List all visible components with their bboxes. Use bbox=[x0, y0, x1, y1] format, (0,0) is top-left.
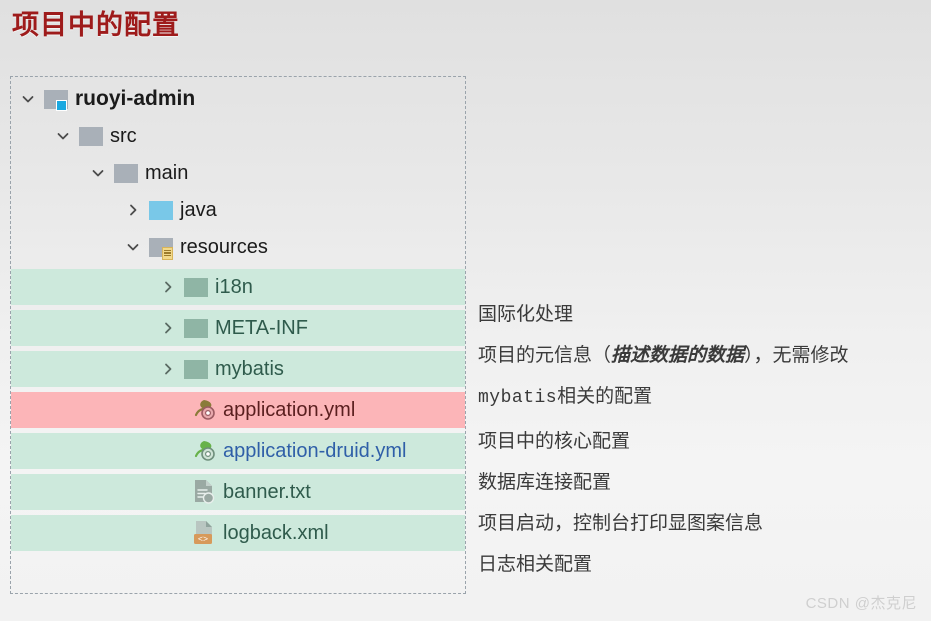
page-title: 项目中的配置 bbox=[12, 10, 180, 40]
annotation-text-mono: mybatis bbox=[478, 388, 558, 408]
annotation-meta-inf: 项目的元信息（描述数据的数据），无需修改 bbox=[478, 340, 849, 367]
tree-row[interactable]: <> logback.xml bbox=[11, 515, 465, 551]
tree-row[interactable]: resources bbox=[11, 229, 465, 265]
annotation-text-post: ），无需修改 bbox=[744, 345, 849, 366]
tree-node-label: ruoyi-admin bbox=[75, 87, 196, 110]
chevron-down-icon[interactable] bbox=[50, 128, 76, 144]
tree-node-label: java bbox=[180, 198, 217, 221]
chevron-right-icon[interactable] bbox=[155, 320, 181, 336]
spring-yaml-icon bbox=[189, 398, 219, 422]
folder-icon bbox=[111, 163, 141, 183]
tree-node-label: application-druid.yml bbox=[223, 439, 407, 462]
tree-row[interactable]: application-druid.yml bbox=[11, 433, 465, 469]
folder-icon bbox=[76, 126, 106, 146]
chevron-down-icon[interactable] bbox=[85, 165, 111, 181]
tree-row[interactable]: META-INF bbox=[11, 310, 465, 346]
tree-row[interactable]: java bbox=[11, 192, 465, 228]
annotation-banner-txt: 项目启动，控制台打印显图案信息 bbox=[478, 513, 764, 534]
spring-yaml-icon bbox=[189, 439, 219, 463]
chevron-down-icon[interactable] bbox=[15, 91, 41, 107]
annotation-text: 相关的配置 bbox=[557, 386, 653, 407]
tree-node-label: main bbox=[145, 161, 189, 184]
tree-row[interactable]: banner.txt bbox=[11, 474, 465, 510]
tree-node-label: resources bbox=[180, 235, 268, 258]
csdn-watermark: CSDN @杰克尼 bbox=[805, 595, 917, 612]
tree-row[interactable]: main bbox=[11, 155, 465, 191]
annotation-application-yml: 项目中的核心配置 bbox=[478, 431, 631, 452]
tree-row[interactable]: src bbox=[11, 118, 465, 154]
tree-node-label: META-INF bbox=[215, 316, 308, 339]
annotation-text-pre: 项目的元信息（ bbox=[478, 345, 612, 366]
chevron-right-icon[interactable] bbox=[155, 279, 181, 295]
xml-file-icon: <> bbox=[189, 520, 219, 546]
annotation-logback-xml: 日志相关配置 bbox=[478, 554, 593, 575]
tree-node-label: logback.xml bbox=[223, 521, 329, 544]
tree-row[interactable]: ruoyi-admin bbox=[11, 81, 465, 117]
folder-icon bbox=[181, 318, 211, 338]
annotation-mybatis: mybatis相关的配置 bbox=[478, 381, 652, 408]
folder-icon bbox=[181, 359, 211, 379]
tree-row[interactable]: i18n bbox=[11, 269, 465, 305]
text-file-icon bbox=[189, 479, 219, 505]
folder-module-icon bbox=[41, 89, 71, 111]
annotation-text-emphasis: 描述数据的数据 bbox=[611, 345, 745, 366]
chevron-right-icon[interactable] bbox=[155, 361, 181, 377]
tree-node-label: i18n bbox=[215, 275, 253, 298]
folder-source-icon bbox=[146, 200, 176, 220]
tree-row[interactable]: mybatis bbox=[11, 351, 465, 387]
folder-icon bbox=[181, 277, 211, 297]
chevron-right-icon[interactable] bbox=[120, 202, 146, 218]
tree-node-label: mybatis bbox=[215, 357, 284, 380]
folder-resources-icon bbox=[146, 237, 176, 260]
svg-text:<>: <> bbox=[198, 535, 208, 545]
chevron-down-icon[interactable] bbox=[120, 239, 146, 255]
annotation-application-druid-yml: 数据库连接配置 bbox=[478, 472, 612, 493]
tree-node-label: application.yml bbox=[223, 398, 356, 421]
annotation-i18n: 国际化处理 bbox=[478, 304, 574, 325]
tree-row[interactable]: application.yml bbox=[11, 392, 465, 428]
tree-node-label: banner.txt bbox=[223, 480, 311, 503]
project-tree-panel: ruoyi-admin src main java bbox=[10, 76, 466, 594]
tree-node-label: src bbox=[110, 124, 137, 147]
